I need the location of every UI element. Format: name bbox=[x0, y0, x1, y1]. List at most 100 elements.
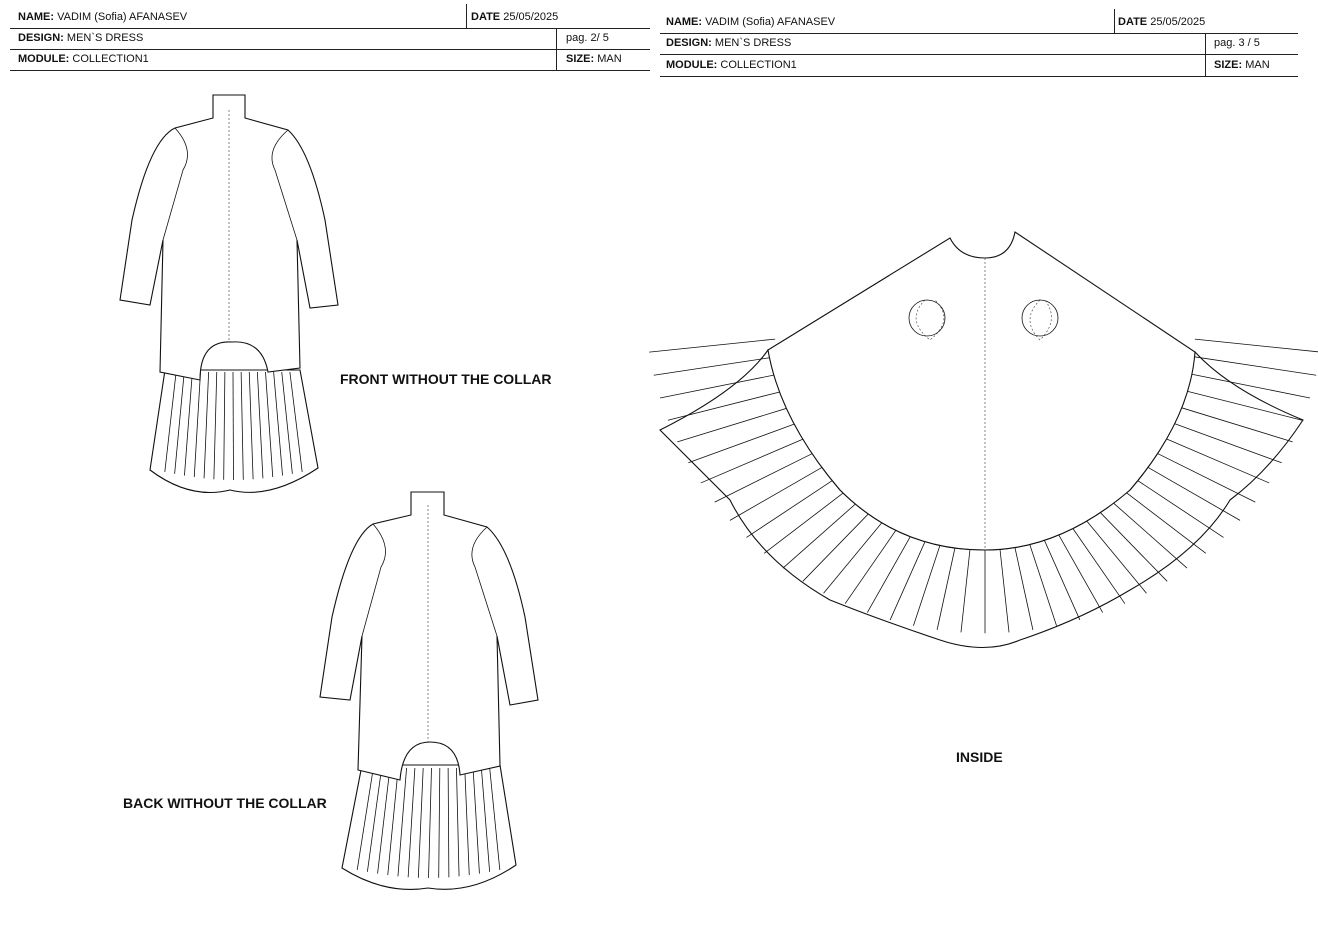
design-value: MEN`S DRESS bbox=[714, 37, 792, 49]
pleat-line bbox=[256, 371, 264, 479]
module-value: COLLECTION1 bbox=[72, 53, 149, 65]
size-label: SIZE: bbox=[1214, 59, 1243, 71]
pleat-line bbox=[387, 767, 399, 876]
size-value: MAN bbox=[1245, 59, 1270, 71]
pleat-line bbox=[223, 371, 226, 480]
pleat-line bbox=[265, 371, 274, 478]
pleat-line bbox=[746, 477, 837, 538]
pleat-line bbox=[184, 371, 193, 476]
pleat-line bbox=[1183, 389, 1303, 421]
pleat-line bbox=[1144, 464, 1241, 521]
module-value: COLLECTION1 bbox=[720, 59, 797, 71]
pleat-line bbox=[447, 767, 450, 878]
pleat-line bbox=[889, 539, 927, 621]
date-value: 25/05/2025 bbox=[503, 11, 559, 23]
pleat-line bbox=[193, 371, 201, 478]
page-number: pag. 2/ 5 bbox=[566, 32, 609, 44]
pleat-line bbox=[377, 767, 391, 874]
pleat-line bbox=[688, 421, 800, 464]
design-label: DESIGN: bbox=[18, 32, 64, 44]
module-label: MODULE: bbox=[666, 59, 718, 71]
pleat-line bbox=[823, 519, 885, 594]
pleat-line bbox=[960, 549, 971, 633]
divider bbox=[556, 28, 557, 71]
pleat-line bbox=[203, 371, 210, 479]
pleat-line bbox=[1162, 436, 1270, 484]
pleat-line bbox=[700, 436, 808, 484]
name-label: NAME: bbox=[18, 11, 55, 23]
pleat-line bbox=[1098, 510, 1168, 582]
divider bbox=[1114, 9, 1115, 33]
name-value: VADIM (Sofia) AFANASEV bbox=[705, 16, 836, 28]
pleat-line bbox=[213, 371, 218, 480]
pleat-line bbox=[913, 544, 941, 626]
front-dress-sketch bbox=[119, 94, 339, 493]
pleat-line bbox=[407, 767, 416, 878]
pleat-line bbox=[1029, 544, 1057, 626]
pleat-line bbox=[1194, 338, 1318, 353]
pleat-line bbox=[999, 549, 1010, 633]
pleat-line bbox=[480, 767, 491, 872]
module-label: MODULE: bbox=[18, 53, 70, 65]
pleat-line bbox=[763, 489, 848, 554]
pleat-line bbox=[1188, 373, 1311, 399]
view-label-back: BACK WITHOUT THE COLLAR bbox=[123, 795, 327, 811]
pleat-line bbox=[1133, 477, 1224, 538]
pleat-line bbox=[649, 338, 776, 353]
date-value: 25/05/2025 bbox=[1150, 16, 1206, 28]
pleat-line bbox=[174, 371, 185, 474]
pleat-line bbox=[164, 371, 177, 472]
header-row-module: MODULE: COLLECTION1 SIZE: MAN bbox=[10, 49, 650, 71]
pleat-line bbox=[1058, 534, 1104, 613]
pleat-line bbox=[438, 767, 441, 878]
pleat-line bbox=[489, 767, 501, 870]
pleat-line bbox=[1110, 500, 1188, 569]
pleat-line bbox=[677, 406, 793, 443]
pleat-line bbox=[667, 389, 787, 421]
back-dress-sketch bbox=[319, 491, 539, 890]
pleat-line bbox=[802, 510, 872, 582]
pleat-line bbox=[1122, 489, 1207, 554]
pleat-line bbox=[1072, 527, 1126, 604]
sheet-header-right: NAME: VADIM (Sofia) AFANASEV DATE 25/05/… bbox=[660, 9, 1298, 77]
design-label: DESIGN: bbox=[666, 37, 712, 49]
pleat-line bbox=[936, 547, 956, 630]
name-label: NAME: bbox=[666, 16, 703, 28]
pleat-line bbox=[782, 500, 860, 569]
pleat-line bbox=[714, 451, 817, 503]
pleat-line bbox=[273, 371, 283, 476]
pleat-line bbox=[281, 371, 293, 474]
date-label: DATE bbox=[471, 11, 501, 23]
pleat-line bbox=[1153, 451, 1256, 503]
pleat-line bbox=[1170, 421, 1282, 464]
pleat-line bbox=[428, 767, 432, 879]
pleat-line bbox=[456, 767, 460, 877]
pleat-line bbox=[844, 527, 898, 604]
pleat-line bbox=[659, 373, 782, 399]
header-row-design: DESIGN: MEN`S DRESS pag. 2/ 5 bbox=[10, 28, 650, 50]
pleat-line bbox=[240, 371, 244, 480]
pleat-line bbox=[1043, 539, 1081, 621]
header-row-design: DESIGN: MEN`S DRESS pag. 3 / 5 bbox=[660, 33, 1298, 55]
pleat-line bbox=[1014, 547, 1034, 630]
pleat-line bbox=[866, 534, 912, 613]
pleat-line bbox=[289, 371, 303, 472]
header-row-name: NAME: VADIM (Sofia) AFANASEV DATE 25/05/… bbox=[660, 12, 1298, 34]
pleat-line bbox=[1191, 356, 1317, 376]
pleat-line bbox=[1085, 519, 1147, 594]
pleat-line bbox=[356, 767, 374, 871]
page-number: pag. 3 / 5 bbox=[1214, 37, 1260, 49]
pleat-line bbox=[417, 767, 424, 878]
pleat-line bbox=[472, 767, 480, 874]
divider bbox=[466, 4, 467, 28]
date-label: DATE bbox=[1118, 16, 1148, 28]
name-value: VADIM (Sofia) AFANASEV bbox=[57, 11, 188, 23]
inside-cape-sketch bbox=[649, 231, 1318, 649]
view-label-front: FRONT WITHOUT THE COLLAR bbox=[340, 371, 552, 387]
view-label-inside: INSIDE bbox=[956, 749, 1003, 765]
pleat-line bbox=[248, 371, 254, 480]
size-label: SIZE: bbox=[566, 53, 595, 65]
size-value: MAN bbox=[597, 53, 622, 65]
pleat-line bbox=[1177, 406, 1293, 443]
